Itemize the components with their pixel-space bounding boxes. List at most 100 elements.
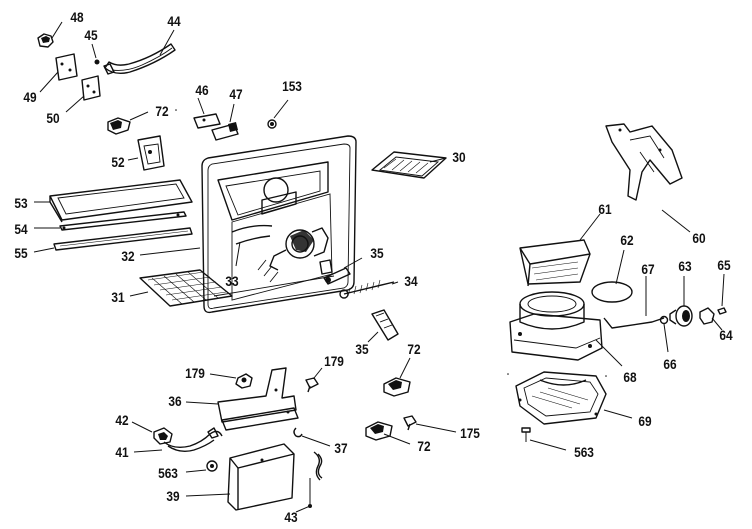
leader-72-lower <box>383 433 411 445</box>
leader-49 <box>39 71 59 93</box>
leader-153 <box>273 99 289 119</box>
callout-72-lower: 72 <box>417 438 431 454</box>
leader-42 <box>131 421 153 433</box>
callout-35-lower: 35 <box>355 341 369 357</box>
callout-60: 60 <box>692 230 706 246</box>
callout-45: 45 <box>84 27 98 43</box>
part-53-frame <box>49 179 193 223</box>
callout-32: 32 <box>121 248 135 264</box>
callout-47: 47 <box>229 86 243 102</box>
callout-69: 69 <box>638 413 652 429</box>
part-61-hopper <box>519 239 591 287</box>
part-72-clip-upper <box>107 117 131 135</box>
part-563-washer-left <box>206 460 218 472</box>
part-34-spring <box>339 279 395 299</box>
callout-55: 55 <box>14 245 28 261</box>
part-64-knob <box>699 307 715 325</box>
leader-72-upper <box>129 111 149 121</box>
leader-47 <box>229 103 235 123</box>
part-42-connector <box>153 427 173 445</box>
leader-179-right <box>313 367 323 379</box>
part-55-strip <box>53 227 193 251</box>
part-31-grille <box>139 269 233 307</box>
callout-50: 50 <box>46 110 60 126</box>
leader-31 <box>129 291 149 297</box>
part-65-screw <box>717 307 727 315</box>
callout-36: 36 <box>168 393 182 409</box>
part-36-bracket <box>217 367 299 431</box>
callout-44: 44 <box>167 13 181 29</box>
part-66-washer <box>659 315 669 325</box>
leader-30 <box>429 157 447 163</box>
leader-64 <box>711 317 723 331</box>
leader-69 <box>603 409 633 419</box>
leader-43 <box>295 505 311 513</box>
callout-62: 62 <box>620 232 634 248</box>
leader-68 <box>595 339 623 367</box>
leader-46 <box>197 97 205 115</box>
callout-53: 53 <box>14 195 28 211</box>
leader-33 <box>235 241 241 267</box>
callout-42: 42 <box>115 412 129 428</box>
part-48-knob <box>37 33 54 48</box>
leader-36 <box>185 401 219 405</box>
leader-60 <box>661 209 691 233</box>
part-45-screw <box>94 59 100 65</box>
callout-34: 34 <box>404 273 418 289</box>
callout-61: 61 <box>598 201 612 217</box>
callout-68: 68 <box>623 369 637 385</box>
callout-49: 49 <box>23 89 37 105</box>
part-49-plate <box>55 53 78 81</box>
part-67-rod <box>603 317 665 329</box>
leader-45 <box>91 43 97 59</box>
part-68-housing <box>509 291 603 361</box>
callout-63: 63 <box>678 258 692 274</box>
callout-179-right: 179 <box>324 353 344 369</box>
part-44-handle <box>103 43 176 75</box>
callout-43: 43 <box>284 509 298 525</box>
part-35-pin-lower <box>371 309 399 341</box>
callout-563-left: 563 <box>158 465 178 481</box>
leader-65 <box>721 273 725 307</box>
callout-66: 66 <box>663 356 677 372</box>
callout-563-right: 563 <box>574 444 594 460</box>
leader-44 <box>159 29 175 56</box>
callout-37: 37 <box>334 440 348 456</box>
leader-62 <box>615 249 625 285</box>
part-37-hook <box>293 427 303 438</box>
part-54-strip <box>59 211 187 231</box>
leader-179-left <box>209 373 237 379</box>
part-69-tray <box>515 371 607 425</box>
leader-50 <box>65 95 85 113</box>
leader-61 <box>579 213 601 241</box>
callout-46: 46 <box>195 82 209 98</box>
part-47-bracket <box>211 122 239 141</box>
callout-30: 30 <box>452 149 466 165</box>
leader-34 <box>391 281 399 285</box>
leader-35-lower <box>367 331 379 343</box>
callout-39: 39 <box>166 488 180 504</box>
part-563-screw-right <box>521 427 531 442</box>
callout-54: 54 <box>14 221 28 237</box>
leader-32 <box>139 247 201 256</box>
leader-55 <box>33 247 55 253</box>
part-179-nut-left <box>235 373 253 389</box>
part-52-bracket <box>137 135 165 171</box>
part-39-cover <box>227 443 295 511</box>
callout-65: 65 <box>717 257 731 273</box>
part-72-clip-middle <box>383 377 411 397</box>
part-72-clip-lower <box>365 421 393 441</box>
leader-41 <box>133 449 163 453</box>
leader-39 <box>185 493 231 497</box>
part-41-wire <box>163 427 223 453</box>
part-46-bracket <box>193 113 221 129</box>
callout-64: 64 <box>719 327 733 343</box>
part-43-cable <box>308 451 323 508</box>
part-50-plate <box>81 75 101 101</box>
callout-72-upper: 72 <box>155 103 169 119</box>
callout-67: 67 <box>641 261 655 277</box>
callout-33: 33 <box>225 273 239 289</box>
part-35-pin-upper <box>323 267 351 285</box>
part-60-bracket <box>605 123 683 201</box>
